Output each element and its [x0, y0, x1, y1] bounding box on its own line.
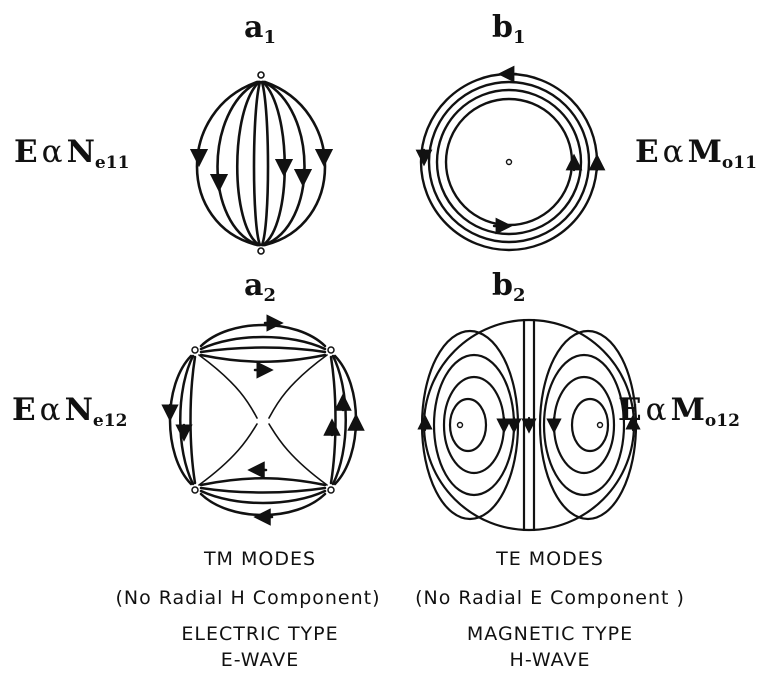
caption-left-modes: TM MODES [203, 548, 317, 570]
field-line [419, 72, 599, 252]
label-b2: b2 [492, 268, 526, 306]
field-line [195, 80, 259, 247]
caption-right-modes: TE MODES [496, 548, 604, 570]
field-line [199, 335, 327, 351]
field-line [329, 355, 337, 485]
caption-right-wave: H-WAVE [509, 649, 591, 671]
diagram-a1 [189, 71, 334, 255]
field-line [262, 80, 306, 247]
pole-a2 [191, 346, 199, 354]
field-line [235, 80, 261, 247]
caption-right-component: (No Radial E Component ) [415, 587, 685, 609]
caption-left-type: ELECTRIC TYPE [181, 623, 339, 645]
field-line [260, 80, 270, 247]
label-a2: a2 [244, 268, 276, 306]
field-line [252, 80, 262, 247]
field-line [331, 354, 347, 486]
separatrix [268, 354, 328, 419]
vortex-center-left [456, 421, 464, 429]
field-line [189, 355, 197, 485]
label-b1: b1 [492, 10, 526, 48]
field-line [427, 80, 591, 244]
pole-top-a1 [257, 71, 265, 79]
field-line [199, 477, 327, 487]
field-line [570, 397, 610, 453]
separatrix [198, 423, 258, 486]
diagram-a2 [161, 314, 365, 526]
center-dot-b1 [505, 158, 513, 166]
field-line [199, 323, 327, 348]
field-line [199, 486, 327, 494]
label-a1: a1 [244, 10, 276, 48]
field-line [263, 80, 327, 247]
pole-a2 [327, 486, 335, 494]
field-line [216, 80, 260, 247]
field-line [442, 375, 506, 475]
diagram-b1 [415, 65, 606, 252]
field-line [435, 88, 583, 236]
field-line [542, 353, 626, 497]
diagram-b2 [417, 318, 641, 532]
separatrix [268, 423, 328, 486]
field-line [199, 346, 327, 354]
field-line [179, 354, 195, 486]
separatrix [198, 354, 258, 419]
vortex-center-right [596, 421, 604, 429]
caption-left-wave: E-WAVE [220, 649, 300, 671]
pole-a2 [191, 486, 199, 494]
field-line [199, 489, 327, 505]
field-line [448, 397, 488, 453]
field-line [552, 375, 616, 475]
field-line [199, 353, 327, 363]
caption-right-type: MAGNETIC TYPE [466, 623, 634, 645]
caption-left-component: (No Radial H Component) [115, 587, 381, 609]
pole-bottom-a1 [257, 247, 265, 255]
pole-a2 [327, 346, 335, 354]
field-line [444, 97, 574, 227]
